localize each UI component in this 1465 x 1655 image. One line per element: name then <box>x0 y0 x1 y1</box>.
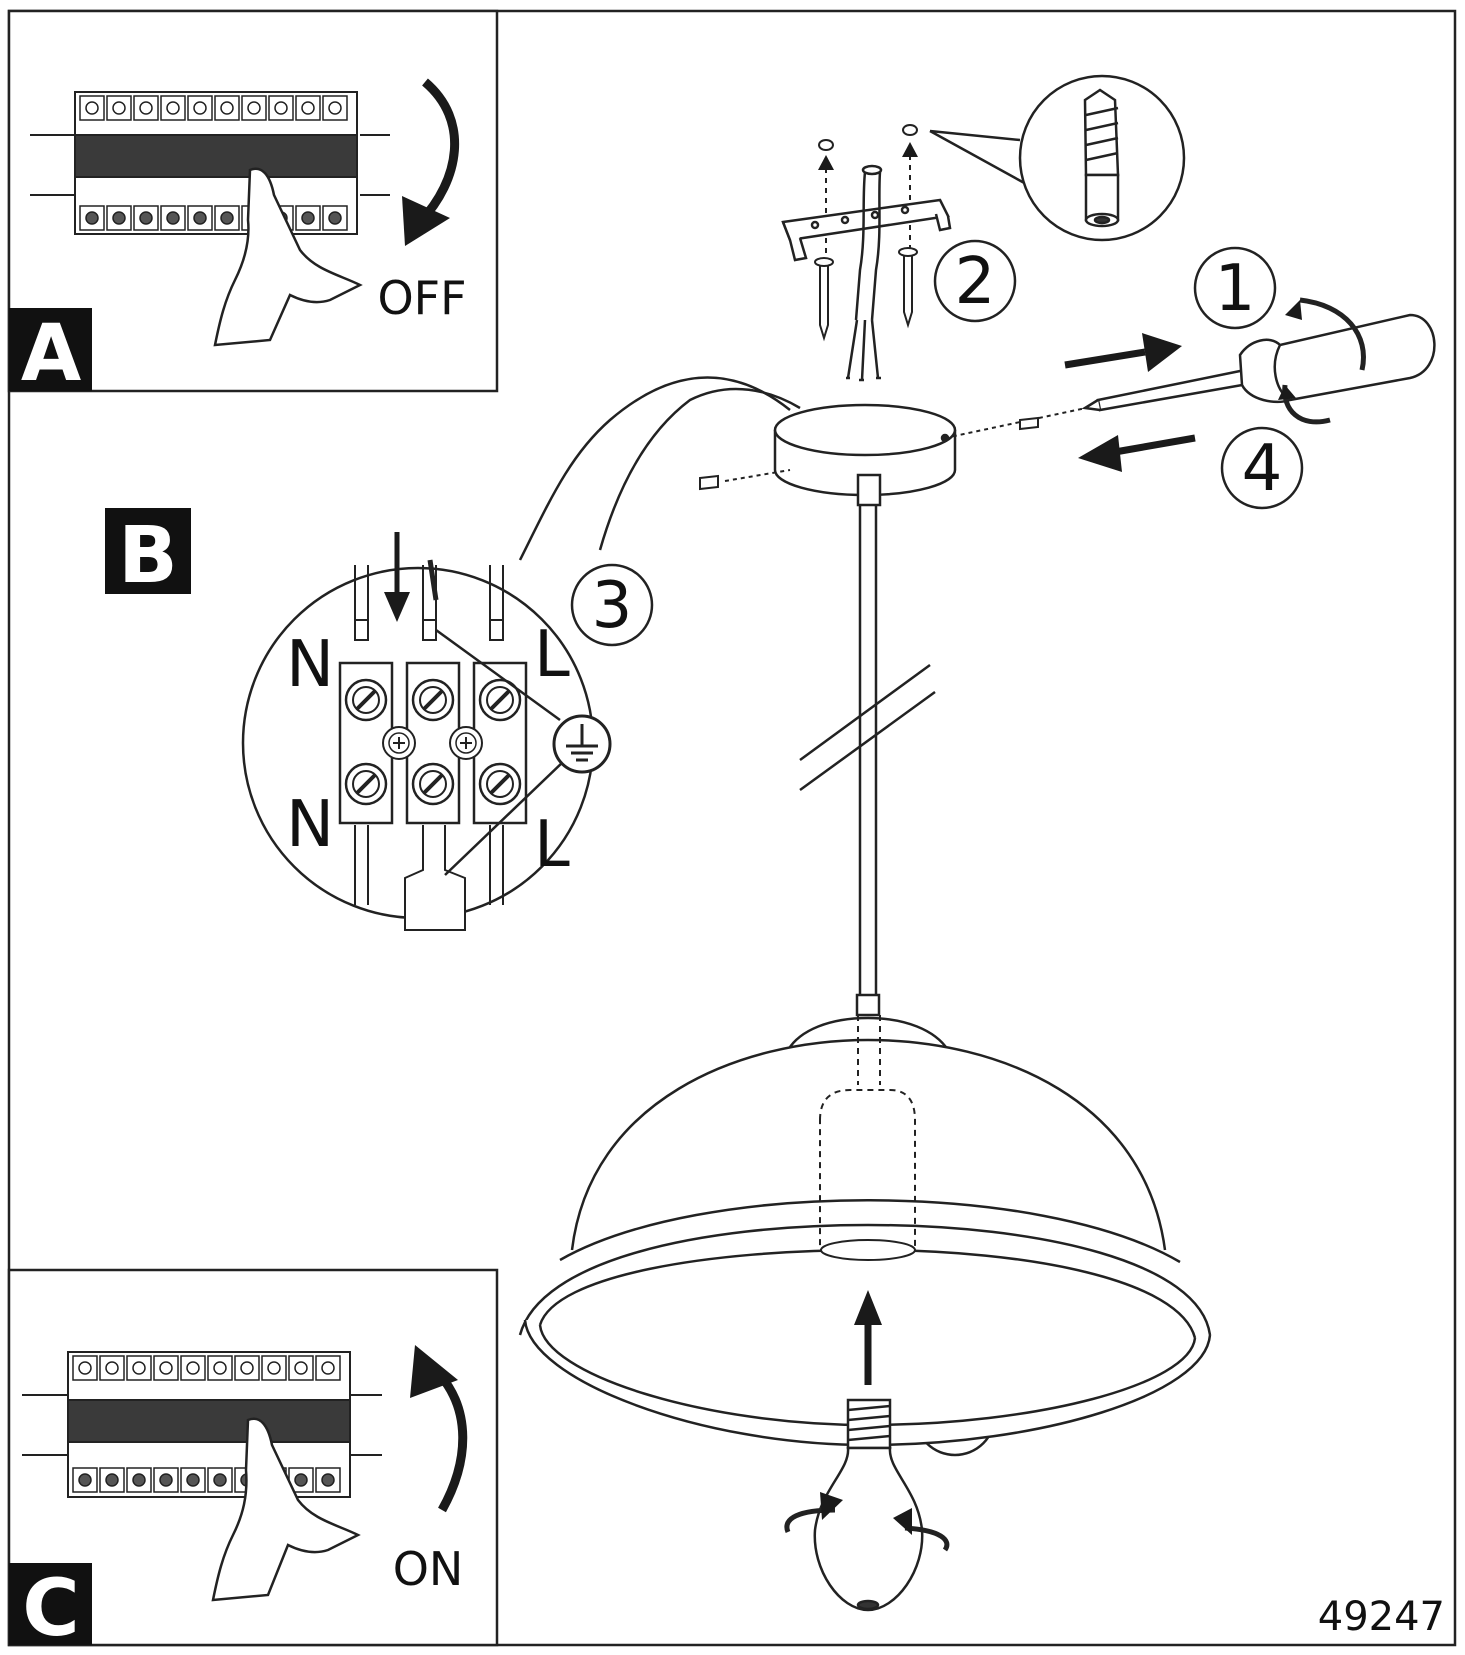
panel-a-label: OFF <box>377 271 466 325</box>
callout-line <box>598 387 801 551</box>
panel-c-label: ON <box>393 1542 464 1596</box>
rotate-up-arrow-icon <box>436 1372 468 1513</box>
callout-line <box>518 376 791 561</box>
mounting-screws <box>814 247 918 342</box>
panel-b-letter: B <box>118 511 177 601</box>
wall-plug-icon <box>1083 88 1120 228</box>
panel-b-badge <box>105 508 191 594</box>
up-arrow-icon <box>818 155 834 170</box>
step-3-circle <box>570 563 654 647</box>
arrowhead-icon <box>893 1508 912 1535</box>
arrowhead-icon <box>854 1290 882 1325</box>
light-bulb-icon <box>813 1398 924 1612</box>
arrowhead-icon <box>1078 435 1122 472</box>
step-2-label: 2 <box>955 245 996 319</box>
arrowhead-icon <box>1142 333 1182 372</box>
rotate-arrow-icon <box>1299 297 1366 371</box>
rotate-down-arrow-icon <box>416 78 460 226</box>
panel-c: ON C <box>7 1268 499 1654</box>
mounting-bracket <box>781 198 952 262</box>
terminal-block-detail: N L N L <box>241 532 612 931</box>
ceiling-canopy <box>773 403 957 497</box>
arrowhead-icon <box>410 1345 458 1398</box>
terminal-label-l-top: L <box>534 618 570 692</box>
pendant-rod <box>855 473 882 1017</box>
lamp-shade <box>518 1016 1212 1447</box>
wall-plug-callout <box>929 74 1186 242</box>
arrowhead-icon <box>1285 300 1302 320</box>
step-4-circle <box>1220 426 1304 510</box>
panel-a: OFF A <box>7 9 499 399</box>
panel-c-badge <box>9 1563 92 1645</box>
insert-arrow-icon <box>1064 348 1146 369</box>
panel-a-badge <box>9 308 92 391</box>
remove-arrow-icon <box>1114 434 1196 456</box>
socket-opening <box>820 1239 916 1261</box>
hand-icon <box>213 167 363 347</box>
ceiling-holes <box>818 124 918 151</box>
arrowhead-icon <box>1278 385 1296 400</box>
supply-cable <box>846 164 883 382</box>
arrowhead-icon <box>402 196 450 246</box>
panel-c-letter: C <box>22 1564 79 1651</box>
terminal-label-n-top: N <box>286 628 334 702</box>
step-4-label: 4 <box>1242 432 1283 506</box>
rod-cut-mark <box>799 663 936 792</box>
product-code: 49247 <box>1318 1594 1445 1640</box>
step-1-label: 1 <box>1215 252 1256 326</box>
hidden-socket <box>819 1015 916 1251</box>
hand-icon <box>211 1417 361 1602</box>
screwdriver-icon <box>1081 313 1436 412</box>
panel-a-letter: A <box>21 309 81 399</box>
canopy-screws <box>699 404 1101 491</box>
circuit-breaker-icon <box>22 1351 382 1498</box>
up-arrow-icon <box>902 142 918 157</box>
arrowhead-icon <box>820 1492 843 1520</box>
ground-symbol-icon <box>552 714 612 774</box>
step-3-label: 3 <box>592 569 633 643</box>
outer-frame <box>7 9 1457 1647</box>
circuit-breaker-icon <box>30 91 390 235</box>
step-2-circle <box>933 239 1017 323</box>
terminal-label-n-bottom: N <box>286 788 334 862</box>
terminal-label-l-bottom: L <box>534 808 570 882</box>
arrowhead-icon <box>384 592 410 622</box>
step-1-circle <box>1193 246 1277 330</box>
